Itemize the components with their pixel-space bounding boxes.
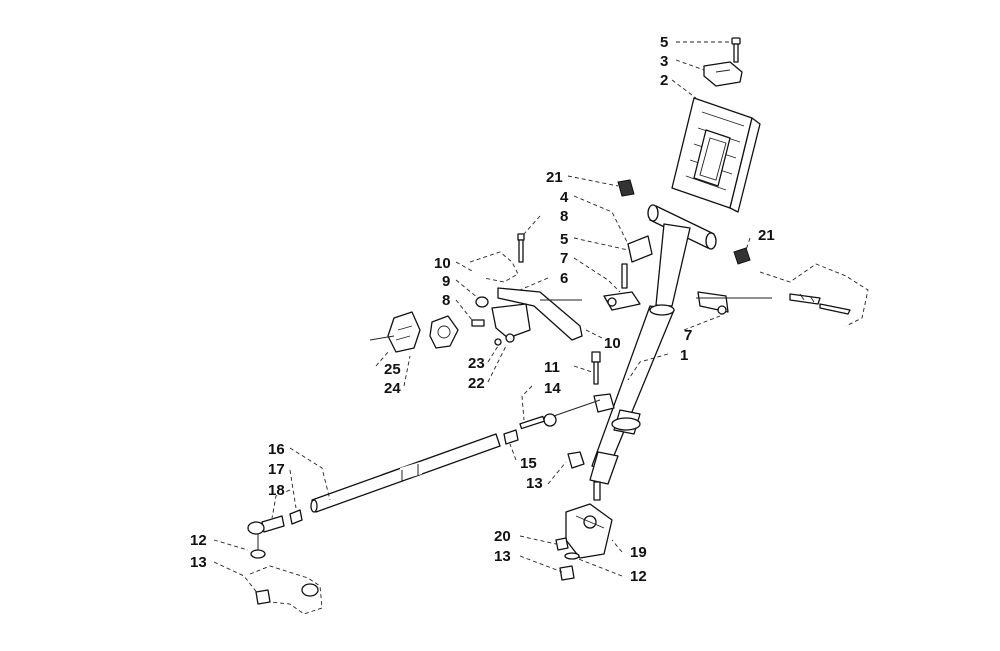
- callout-8: 8: [442, 292, 450, 309]
- post-clamp-right: [697, 291, 729, 315]
- mount-bracket-6: [497, 287, 583, 341]
- callout-10: 10: [604, 335, 621, 352]
- washer-12-left: [250, 549, 266, 559]
- handlebar-grip-left: [617, 179, 635, 197]
- callout-1: 1: [680, 347, 688, 364]
- tie-rod-16: [310, 433, 501, 513]
- jam-nut-17: [289, 509, 303, 525]
- callout-14: 14: [544, 380, 561, 397]
- callout-24: 24: [384, 380, 401, 397]
- callout-18: 18: [268, 482, 285, 499]
- spindle-arm: [249, 565, 323, 615]
- callout-5: 5: [560, 231, 568, 248]
- callout-19: 19: [630, 544, 647, 561]
- left-control-housing: [469, 251, 531, 339]
- callout-9: 9: [442, 273, 450, 290]
- callout-7: 7: [560, 250, 568, 267]
- callout-21: 21: [546, 169, 563, 186]
- nut-22: [505, 333, 515, 343]
- bolt-8-lower: [471, 319, 485, 327]
- steering-arm: [547, 393, 615, 419]
- callout-6: 6: [560, 270, 568, 287]
- bolt-8-upper: [517, 233, 525, 263]
- mount-bolt-7: [621, 263, 628, 289]
- callout-20: 20: [494, 528, 511, 545]
- callout-17: 17: [268, 461, 285, 478]
- callout-12: 12: [630, 568, 647, 585]
- jam-nut-15: [503, 429, 519, 445]
- nut-13-mid: [567, 451, 585, 469]
- steering-post: [589, 223, 691, 501]
- callout-22: 22: [468, 375, 485, 392]
- callout-21: 21: [758, 227, 775, 244]
- clamp-bolt-top: [731, 37, 741, 63]
- callout-13: 13: [494, 548, 511, 565]
- handlebar-clamp-cap: [703, 61, 743, 87]
- callout-labels: 5 3 2 21 4 8 5 7 21 10 9 6 8 7 10 1 25 2…: [190, 34, 775, 585]
- rod-end-18: [247, 515, 285, 535]
- callout-10: 10: [434, 255, 451, 272]
- callout-12: 12: [190, 532, 207, 549]
- switch-housing: [369, 311, 459, 353]
- leader-lines: [213, 41, 751, 595]
- callout-4: 4: [560, 189, 569, 206]
- mount-bracket-upper: [627, 235, 653, 263]
- washer-12-bottom: [564, 552, 580, 560]
- callout-25: 25: [384, 361, 401, 378]
- nut-13-bottom: [559, 565, 575, 581]
- post-clamp-left: [603, 291, 641, 311]
- callout-3: 3: [660, 53, 668, 70]
- callout-13: 13: [526, 475, 543, 492]
- rod-end-14: [519, 413, 557, 430]
- nut-20: [555, 537, 569, 551]
- callout-8: 8: [560, 208, 568, 225]
- callout-16: 16: [268, 441, 285, 458]
- callout-7: 7: [684, 327, 692, 344]
- handlebar-pad: [671, 97, 761, 213]
- pitman-bolt-11: [591, 351, 601, 385]
- callout-23: 23: [468, 355, 485, 372]
- callout-15: 15: [520, 455, 537, 472]
- lower-bearing-bracket: [565, 503, 613, 559]
- nut-23: [494, 338, 502, 346]
- callout-2: 2: [660, 72, 668, 89]
- right-control-lever: [759, 263, 869, 327]
- nut-13-left: [255, 589, 271, 605]
- handlebar-grip-right: [733, 247, 751, 265]
- washer-9: [475, 296, 489, 308]
- callout-5: 5: [660, 34, 668, 51]
- callout-11: 11: [544, 359, 560, 376]
- callout-13: 13: [190, 554, 207, 571]
